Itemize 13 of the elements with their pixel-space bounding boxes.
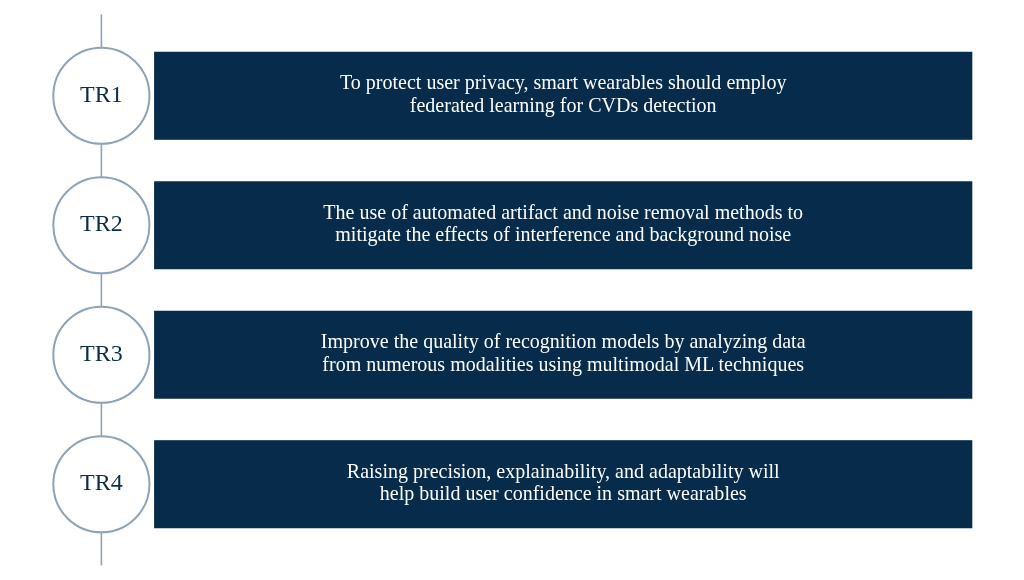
node-circle: TR2 bbox=[51, 176, 150, 275]
node-circle: TR1 bbox=[51, 46, 150, 145]
node-box: To protect user privacy, smart wearables should employ federated learning for CVDs detection bbox=[153, 51, 972, 140]
connector bbox=[100, 531, 102, 567]
connector bbox=[100, 13, 102, 49]
connector bbox=[100, 143, 102, 178]
node-box: Improve the quality of recognition models by analyzing data from numerous modalities using multimodal ML techniques bbox=[153, 310, 972, 399]
node-circle: TR4 bbox=[51, 435, 150, 534]
node-box: Raising precision, explainability, and adaptability will help build user confidence in smart wearables bbox=[153, 440, 972, 529]
node-box: The use of automated artifact and noise removal methods to mitigate the effects of interference and background noise bbox=[153, 181, 972, 270]
connector bbox=[100, 402, 102, 437]
node-circle: TR3 bbox=[51, 305, 150, 404]
connector bbox=[100, 272, 102, 308]
